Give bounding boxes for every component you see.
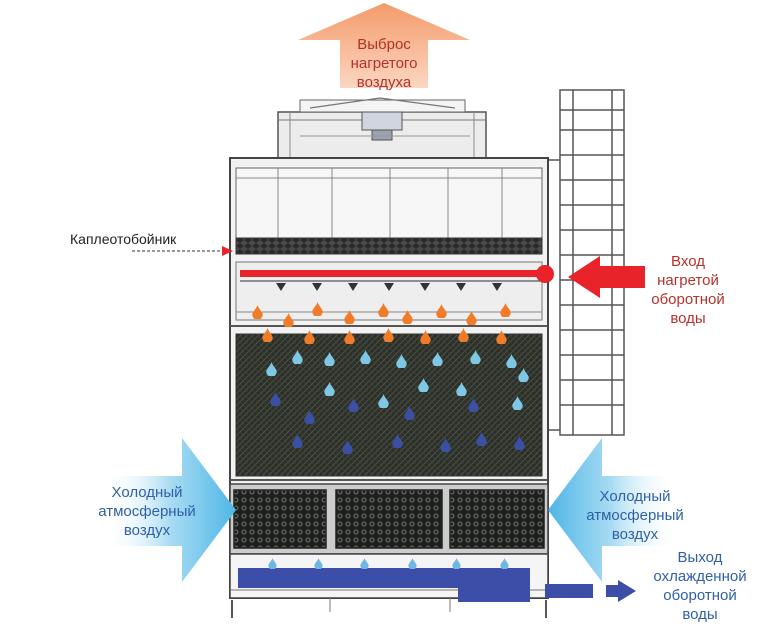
cold-air-label-right: Холодный атмосферный воздух: [586, 488, 684, 543]
cold-water-outlet-arrow: [545, 580, 636, 602]
fill-media: [235, 333, 543, 477]
exhaust-air-arrow: [298, 3, 470, 88]
eliminator-leader: [132, 246, 233, 256]
cold-air-arrow-right: [548, 438, 676, 582]
cold-water-outlet-label: Выход охлажденной оборотной воды: [653, 549, 747, 623]
tower-body: [229, 157, 549, 618]
hot-water-inlet-arrow: [568, 256, 645, 298]
air-inlet-louver-3: [449, 489, 545, 549]
exhaust-air-label: Выброс нагретого воздуха: [350, 36, 418, 91]
hot-water-pipe: [240, 265, 554, 283]
drift-eliminator: [235, 237, 543, 255]
spray-nozzles: [240, 280, 540, 291]
air-inlet-louver-1: [233, 489, 327, 549]
air-inlet-louver-2: [335, 489, 443, 549]
fan-stack: [277, 97, 487, 161]
cold-air-arrow-left: [104, 438, 236, 582]
hot-water-inlet-label: Вход нагретой оборотной воды: [651, 253, 725, 327]
cold-water-basin: [238, 558, 530, 602]
cold-air-label-left: Холодный атмосферный воздух: [98, 484, 196, 539]
access-ladder: [548, 89, 625, 436]
drift-eliminator-label: Каплеотобойник: [70, 231, 177, 247]
